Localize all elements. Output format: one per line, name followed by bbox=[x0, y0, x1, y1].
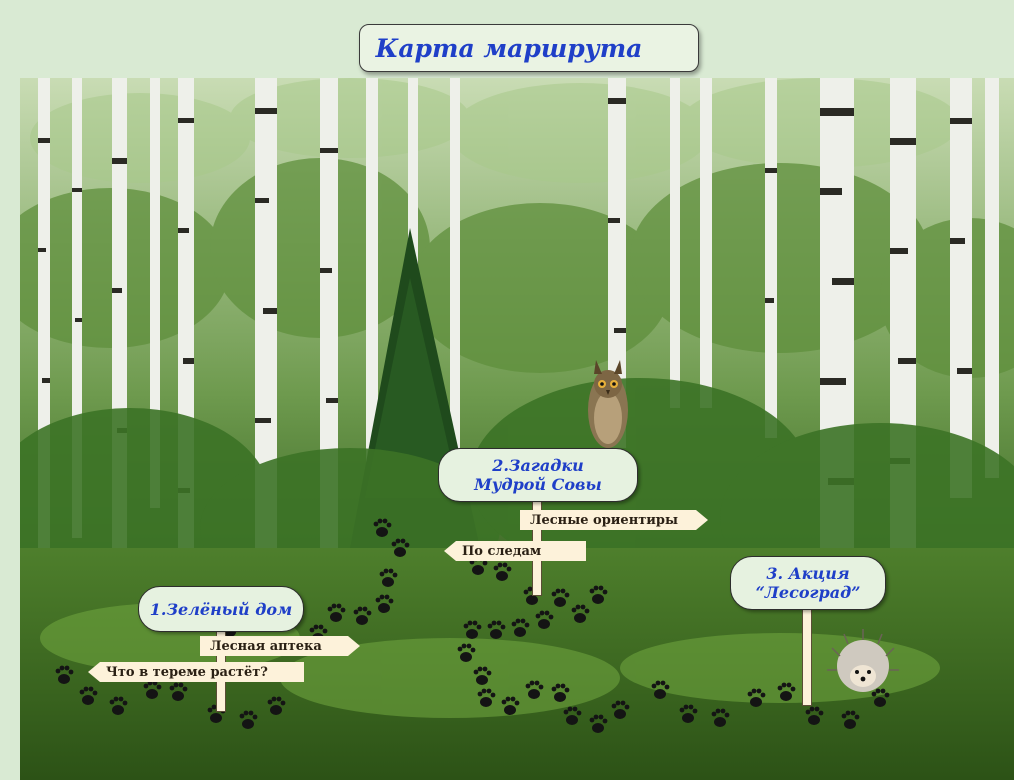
sign-forest-pharmacy[interactable]: Лесная аптека bbox=[200, 636, 360, 656]
sign-forest-orientation[interactable]: Лесные ориентиры bbox=[520, 510, 708, 530]
sign-by-tracks[interactable]: По следам bbox=[444, 541, 586, 561]
forest-background bbox=[20, 78, 1014, 780]
signpost-pole bbox=[802, 608, 812, 706]
sign-what-grows[interactable]: Что в тереме растёт? bbox=[88, 662, 304, 682]
sign-label: Лесные ориентиры bbox=[530, 512, 679, 528]
station-title: 3. Акция bbox=[766, 564, 850, 583]
sign-label: По следам bbox=[462, 543, 542, 559]
sign-label: Лесная аптека bbox=[210, 638, 322, 654]
page-title: Карта маршрута bbox=[375, 33, 643, 63]
station-1-green-house[interactable]: 1.Зелёный дом bbox=[138, 586, 304, 632]
station-3-lesograd[interactable]: 3. Акция “Лесоград” bbox=[730, 556, 886, 610]
hedgehog-icon bbox=[827, 629, 899, 692]
owl-icon bbox=[588, 360, 628, 448]
sign-label: Что в тереме растёт? bbox=[106, 664, 268, 680]
station-title: 1.Зелёный дом bbox=[149, 599, 293, 619]
station-subtitle: Мудрой Совы bbox=[474, 475, 602, 494]
title-banner: Карта маршрута bbox=[359, 24, 699, 72]
station-subtitle: “Лесоград” bbox=[755, 583, 861, 602]
station-title: 2.Загадки bbox=[492, 456, 584, 475]
station-2-owl-riddles[interactable]: 2.Загадки Мудрой Совы bbox=[438, 448, 638, 502]
forest-scene bbox=[20, 78, 1014, 780]
